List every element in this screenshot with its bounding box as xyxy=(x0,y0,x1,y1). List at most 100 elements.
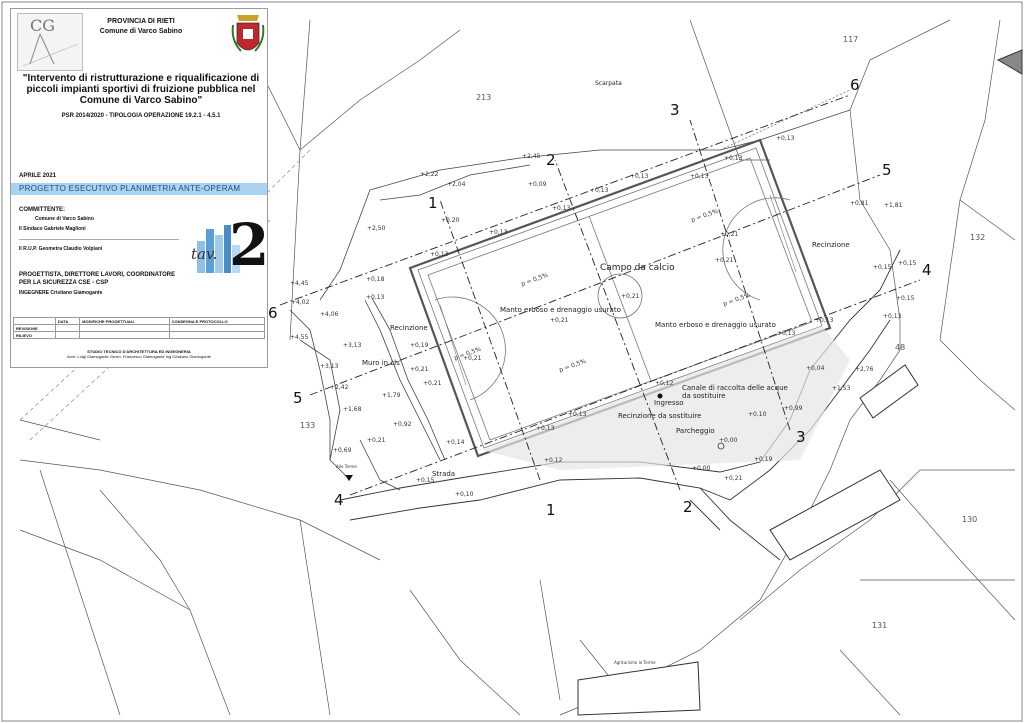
svg-text:+0,13: +0,13 xyxy=(489,229,508,236)
svg-text:+0,19: +0,19 xyxy=(754,456,773,463)
label-canale-2: da sostituire xyxy=(682,392,725,400)
label-canale-1: Canale di raccolta delle acque xyxy=(682,384,788,392)
buildings xyxy=(577,49,1023,716)
municipality-name: Comune di Varco Sabino xyxy=(99,28,183,35)
authority-header: PROVINCIA DI RIETI Comune di Varco Sabin… xyxy=(71,17,211,37)
svg-text:+0,13: +0,13 xyxy=(815,317,834,324)
table-row: REVISIONE xyxy=(13,324,266,332)
svg-text:+0,21: +0,21 xyxy=(550,317,569,324)
svg-text:p = 0,5%: p = 0,5% xyxy=(558,358,587,374)
svg-text:+0,15: +0,15 xyxy=(416,477,435,484)
svg-text:+0,10: +0,10 xyxy=(455,491,474,498)
parcel-130: 130 xyxy=(962,515,977,524)
progettista-label: PROGETTISTA, DIRETTORE LAVORI, COORDINAT… xyxy=(19,272,176,286)
label-recinzione-sost: Recinzione da sostituire xyxy=(618,412,701,420)
label-parcheggio: Parcheggio xyxy=(676,427,715,435)
svg-text:+0,10: +0,10 xyxy=(748,411,767,418)
svg-text:+0,69: +0,69 xyxy=(333,447,352,454)
table-header: DATA MODIFICHE PROGETTUALI CONSEGNA E PR… xyxy=(13,317,266,325)
label-recinzione-west: Recinzione xyxy=(390,324,428,332)
coat-of-arms-icon xyxy=(231,15,265,52)
table-row: RILIEVO xyxy=(13,331,266,339)
svg-text:+0,21: +0,21 xyxy=(724,475,743,482)
building-48 xyxy=(859,364,919,419)
committente-entity: Comune di Varco Sabino xyxy=(35,216,94,222)
section-2-south: 2 xyxy=(683,498,693,516)
svg-text:+0,13: +0,13 xyxy=(630,173,649,180)
field-enclosure xyxy=(408,138,850,470)
svg-text:+0,13: +0,13 xyxy=(568,411,587,418)
parcel-48: 48 xyxy=(895,343,905,352)
svg-text:+0,20: +0,20 xyxy=(441,217,460,224)
section-5-east: 5 xyxy=(882,161,892,179)
section-4-west: 4 xyxy=(334,491,344,509)
plan-labels: Campo da calcio Manto erboso e drenaggio… xyxy=(336,80,850,665)
svg-text:+0,00: +0,00 xyxy=(719,437,738,444)
svg-text:+0,99: +0,99 xyxy=(784,405,803,412)
svg-text:+0,21: +0,21 xyxy=(423,380,442,387)
svg-text:+0,92: +0,92 xyxy=(393,421,412,428)
svg-text:+0,09: +0,09 xyxy=(528,181,547,188)
svg-text:+0,21: +0,21 xyxy=(367,437,386,444)
label-alle-terme: Alle Terme xyxy=(336,464,357,469)
svg-text:+0,13: +0,13 xyxy=(776,135,795,142)
title-block: CG PROVINCIA DI RIETI Comune di Varco Sa… xyxy=(10,8,270,368)
parcel-numbers: 213 117 132 133 130 131 48 xyxy=(300,35,985,630)
parcel-131: 131 xyxy=(872,621,887,630)
svg-text:+2,22: +2,22 xyxy=(420,171,439,178)
committente-label: COMMITTENTE: xyxy=(19,207,65,213)
spot-heights: +2,45 +2,22 +2,04 +0,09 +0,13 +0,13 +0,1… xyxy=(290,135,917,498)
section-1-south: 1 xyxy=(546,501,556,519)
svg-text:+0,18: +0,18 xyxy=(366,276,385,283)
rup-name: Il R.U.P. Geometra Claudio Volpiani xyxy=(19,246,103,252)
north-marker xyxy=(996,49,1023,75)
drawing-date: APRILE 2021 xyxy=(19,173,57,179)
label-manto-west: Manto erboso e drenaggio usurato xyxy=(500,306,621,314)
tav-number: 2 xyxy=(229,211,270,279)
svg-text:+2,50: +2,50 xyxy=(367,225,386,232)
svg-text:+0,21: +0,21 xyxy=(410,366,429,373)
section-numbers: 1 1 2 2 3 3 4 4 5 5 6 6 xyxy=(268,76,932,519)
label-manto-east: Manto erboso e drenaggio usurato xyxy=(655,321,776,329)
parcheggio-marker xyxy=(717,442,725,450)
svg-text:+2,76: +2,76 xyxy=(855,366,874,373)
svg-text:+0,13: +0,13 xyxy=(690,173,709,180)
engineer-name: INGEGNERE Cristiano Giamogante xyxy=(19,290,103,296)
svg-text:+0,14: +0,14 xyxy=(446,439,465,446)
section-2-north: 2 xyxy=(546,151,556,169)
svg-text:+0,13: +0,13 xyxy=(724,155,743,162)
revision-table: DATA MODIFICHE PROGETTUALI CONSEGNA E PR… xyxy=(13,317,266,339)
svg-text:+1,79: +1,79 xyxy=(382,392,401,399)
parcel-132: 132 xyxy=(970,233,985,242)
psr-reference: PSR 2014/2020 - TIPOLOGIA OPERAZIONE 19.… xyxy=(61,113,221,119)
studio-logo: CG xyxy=(17,13,83,71)
ingresso-dot xyxy=(657,393,663,399)
parcel-133: 133 xyxy=(300,421,315,430)
svg-text:+0,12: +0,12 xyxy=(655,380,674,387)
studio-partners: Arch. Luigi Giamogante Geom. Francesco G… xyxy=(66,354,212,359)
svg-text:+0,13: +0,13 xyxy=(777,330,796,337)
direction-arrow xyxy=(345,475,353,481)
svg-text:+4,02: +4,02 xyxy=(291,299,310,306)
svg-text:+0,13: +0,13 xyxy=(430,251,449,258)
svg-text:+4,06: +4,06 xyxy=(320,311,339,318)
section-4-east: 4 xyxy=(922,261,932,279)
svg-text:+1,68: +1,68 xyxy=(343,406,362,413)
label-ingresso: Ingresso xyxy=(654,399,684,407)
svg-text:+0,12: +0,12 xyxy=(544,457,563,464)
svg-text:+2,04: +2,04 xyxy=(447,181,466,188)
province-name: PROVINCIA DI RIETI xyxy=(107,18,175,25)
label-muro: Muro in cls xyxy=(362,359,400,367)
drawing-title-banner: PROGETTO ESECUTIVO PLANIMETRIA ANTE-OPER… xyxy=(11,183,267,195)
studio-info: STUDIO TECNICO D'ARCHITETTURA ED INGEGNE… xyxy=(15,349,263,359)
svg-text:+0,15: +0,15 xyxy=(896,295,915,302)
svg-text:+0,15: +0,15 xyxy=(873,264,892,271)
svg-text:+1,81: +1,81 xyxy=(884,202,903,209)
svg-text:+2,45: +2,45 xyxy=(522,153,541,160)
svg-text:+0,13: +0,13 xyxy=(366,294,385,301)
logo-text: CG xyxy=(30,16,56,35)
project-title: "Intervento di ristrutturazione e riqual… xyxy=(22,73,260,106)
svg-text:+0,21: +0,21 xyxy=(720,231,739,238)
svg-text:+0,13: +0,13 xyxy=(552,205,571,212)
